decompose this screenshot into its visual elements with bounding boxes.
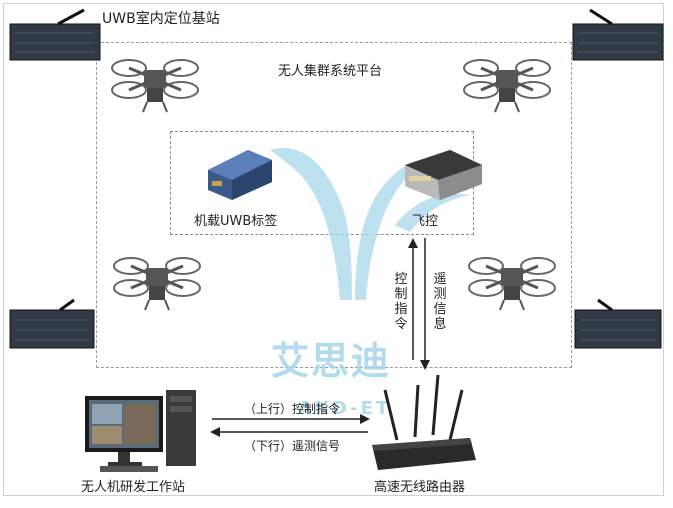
base-station-bottom-right	[574, 298, 662, 349]
router-label: 高速无线路由器	[374, 480, 466, 495]
uplink-label: （上行）控制指令	[244, 402, 341, 416]
diagram-title: UWB室内定位基站	[102, 11, 220, 27]
base-station-bottom-left	[9, 298, 95, 349]
telemetry-info-label: 遥测信息	[433, 272, 447, 332]
base-station-top-left	[9, 8, 101, 61]
flight-controller-device	[405, 150, 482, 200]
flight-controller-label: 飞控	[412, 214, 439, 229]
platform-boundary	[96, 42, 572, 368]
downlink-label: （下行）遥测信号	[244, 439, 341, 453]
uwb-tag-device	[208, 150, 272, 200]
router-device	[372, 374, 476, 470]
base-station-top-right	[572, 8, 664, 61]
watermark-subtext: AKD-ET	[298, 398, 392, 419]
platform-label: 无人集群系统平台	[278, 64, 383, 79]
workstation-device	[85, 390, 196, 472]
control-command-label: 控制指令	[394, 272, 408, 332]
watermark-text: 艾思迪	[271, 339, 392, 383]
uwb-tag-label: 机载UWB标签	[194, 214, 278, 229]
outer-frame	[3, 3, 664, 496]
workstation-label: 无人机研发工作站	[81, 480, 186, 495]
